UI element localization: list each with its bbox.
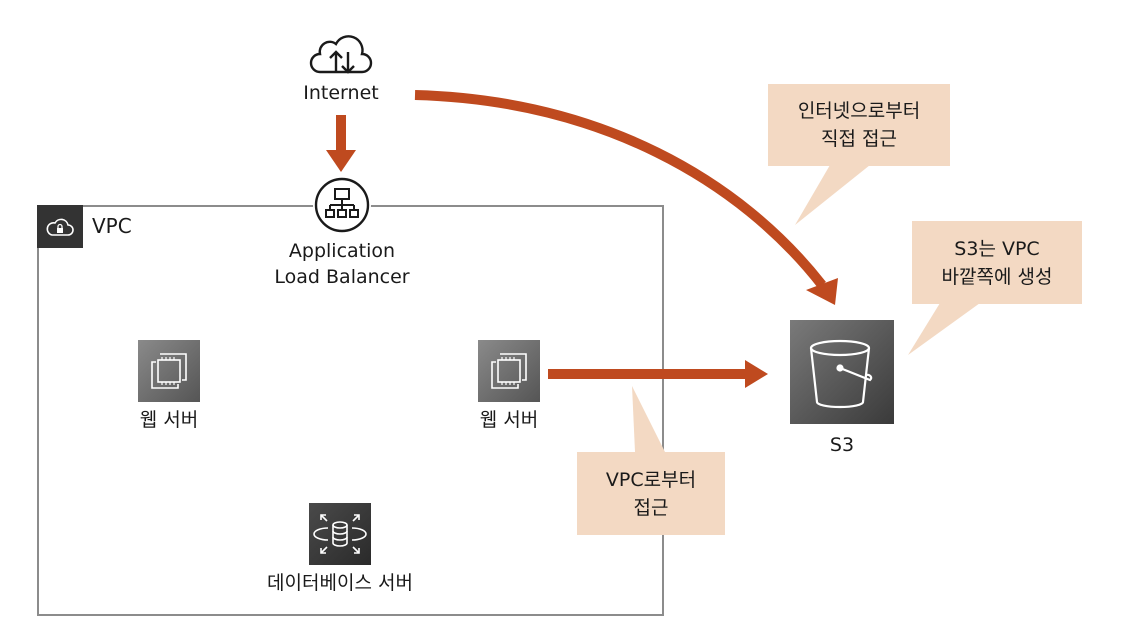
load-balancer-icon <box>314 177 370 233</box>
ec2-instance-icon <box>151 353 187 389</box>
callout-internet-direct-line1: 인터넷으로부터 <box>797 100 921 122</box>
callout-internet-direct: 인터넷으로부터 직접 접근 <box>768 84 950 166</box>
callout-from-vpc-line2: 접근 <box>633 496 669 519</box>
cloud-upload-download-icon <box>309 35 373 74</box>
alb-label-line1: Application <box>288 240 396 262</box>
callout-internet-direct-line2: 직접 접근 <box>821 128 897 150</box>
alb-label: Application Load Balancer <box>242 238 442 290</box>
alb-node <box>313 176 371 234</box>
callout-s3-outside-vpc: S3는 VPC 바깥쪽에 생성 <box>912 221 1082 304</box>
s3-node <box>790 320 894 424</box>
callout-pointer-s3 <box>908 303 980 355</box>
callout-s3-outside-vpc-line1: S3는 VPC <box>954 237 1040 260</box>
web-server-1-label: 웹 서버 <box>139 409 199 431</box>
ec2-instance-icon <box>491 353 527 389</box>
alb-label-line2: Load Balancer <box>274 266 410 288</box>
s3-bucket-icon <box>809 339 873 409</box>
internet-to-alb-arrow <box>326 115 356 172</box>
database-server-node <box>309 503 371 565</box>
rds-database-icon <box>313 514 367 554</box>
s3-label: S3 <box>829 434 855 456</box>
callout-s3-outside-vpc-line2: 바깥쪽에 생성 <box>941 265 1053 288</box>
callout-from-vpc: VPC로부터 접근 <box>577 452 725 535</box>
web-server-2-node <box>478 340 540 402</box>
callout-pointer-internet <box>795 165 870 225</box>
cloud-lock-icon <box>46 218 74 236</box>
web-server-2-label: 웹 서버 <box>479 409 539 431</box>
web-server-1-node <box>138 340 200 402</box>
vpc-label: VPC <box>92 214 132 238</box>
internet-label: Internet <box>303 82 379 104</box>
internet-node <box>306 32 376 78</box>
database-server-label: 데이터베이스 서버 <box>267 572 413 594</box>
callout-from-vpc-line1: VPC로부터 <box>605 468 697 491</box>
vpc-tag <box>37 205 83 248</box>
